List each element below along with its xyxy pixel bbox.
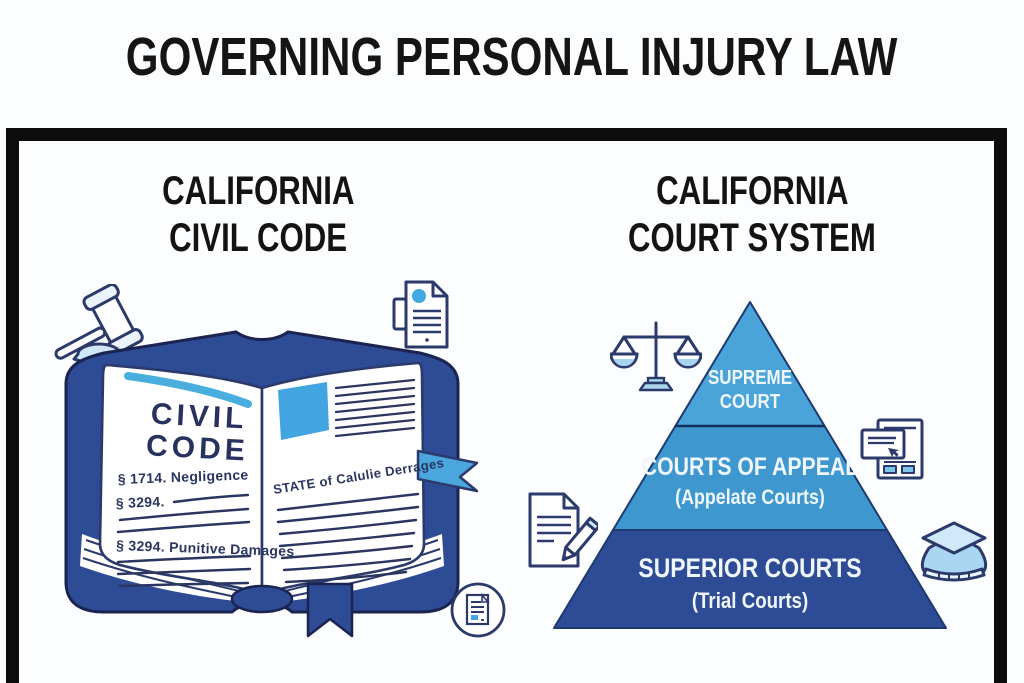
certificate-badge-icon: [450, 582, 506, 638]
legal-document-icon: [392, 280, 449, 349]
page-title-text: GOVERNING PERSONAL INJURY LAW: [126, 27, 898, 87]
scales-of-justice-icon: [610, 321, 702, 392]
civil-code-heading: CALIFORNIA CIVIL CODE: [98, 168, 418, 262]
tier-label-appeal: COURTS OF APPEAL (Appelate Courts): [641, 453, 859, 509]
book-left-page: [98, 363, 264, 596]
book-bottom-ribbon-icon: [306, 582, 354, 638]
page-image-placeholder: [278, 382, 329, 440]
code-section-2: § 3294.: [116, 493, 165, 511]
book-page-title-line1: CIVIL: [150, 398, 248, 436]
page-title: GOVERNING PERSONAL INJURY LAW: [0, 26, 1024, 88]
code-section-3: § 3294. Punitive Damages: [116, 537, 295, 559]
pyramid-tier-superior: [553, 529, 947, 629]
panel-frame: [6, 128, 1007, 683]
book-bookmark-ribbon-icon: [416, 449, 479, 493]
court-system-heading-line1: CALIFORNIA: [655, 169, 849, 213]
gavel-icon: [54, 284, 144, 364]
graduation-cap-icon: [920, 521, 988, 582]
document-pencil-icon: [528, 492, 598, 568]
civil-code-book: CIVIL CODE § 1714. Negligence § 3294. § …: [64, 330, 479, 638]
civil-code-heading-line1: CALIFORNIA: [161, 169, 355, 213]
forms-icon: [860, 418, 924, 480]
tier-label-supreme: SUPREME COURT: [707, 367, 793, 414]
book-page-title-line2: CODE: [145, 429, 249, 467]
court-system-heading-line2: COURT SYSTEM: [628, 215, 876, 260]
civil-code-heading-line2: CIVIL CODE: [169, 215, 347, 260]
court-pyramid: [553, 301, 947, 629]
court-system-heading: CALIFORNIA COURT SYSTEM: [592, 168, 912, 262]
tier-label-superior: SUPERIOR COURTS (Trial Courts): [638, 553, 862, 613]
code-section-1: § 1714. Negligence: [118, 466, 249, 487]
